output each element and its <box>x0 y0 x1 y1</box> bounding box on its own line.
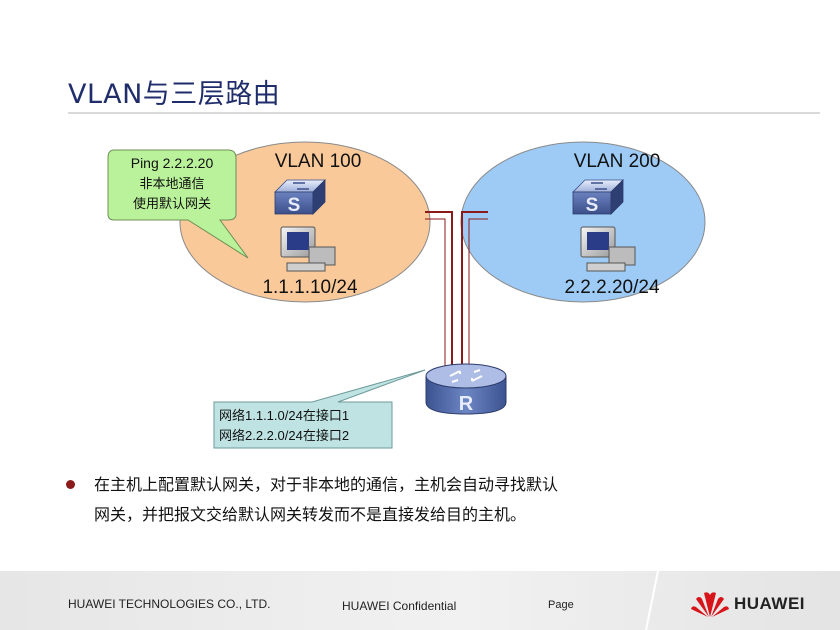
bullet-paragraph: 在主机上配置默认网关，对于非本地的通信，主机会自动寻找默认 网关，并把报文交给默… <box>66 470 766 530</box>
footer-page-label: Page <box>548 599 574 611</box>
host-callout-line1: Ping 2.2.2.20 <box>131 155 214 171</box>
huawei-logo: HUAWEI <box>690 589 820 619</box>
router-letter: R <box>459 393 474 415</box>
bullet-dot-icon <box>66 480 75 489</box>
huawei-petals-icon <box>691 592 729 617</box>
bullet-line-2: 网关，并把报文交给默认网关转发而不是直接发给目的主机。 <box>94 505 527 524</box>
link-vlan200-router <box>461 211 488 372</box>
router-icon: R <box>425 363 507 415</box>
switch-icon: S <box>572 179 624 216</box>
host-callout-line3: 使用默认网关 <box>133 196 211 211</box>
computer-icon <box>280 226 336 272</box>
router-callout-line2: 网络2.2.2.0/24在接口2 <box>219 428 349 443</box>
link-vlan200-router-inner <box>468 218 488 372</box>
footer-company: HUAWEI TECHNOLOGIES CO., LTD. <box>68 597 271 611</box>
computer-icon <box>580 226 636 272</box>
switch-letter: S <box>288 195 301 216</box>
footer-divider-icon <box>645 571 659 630</box>
page-title: VLAN与三层路由 <box>68 79 281 110</box>
network-diagram: Ping 2.2.2.20 非本地通信 使用默认网关 VLAN 100 VLAN… <box>107 141 706 449</box>
host-callout <box>107 149 249 259</box>
vlan200-label: VLAN 200 <box>574 151 661 172</box>
footer-confidential: HUAWEI Confidential <box>342 599 457 613</box>
router-callout <box>213 369 426 449</box>
huawei-logo-text: HUAWEI <box>734 594 805 613</box>
vlan100-zone <box>179 141 431 303</box>
vlan100-host-ip: 1.1.1.10/24 <box>262 277 358 298</box>
footer-bar: HUAWEI TECHNOLOGIES CO., LTD. HUAWEI Con… <box>0 571 840 630</box>
switch-icon: S <box>274 179 326 216</box>
vlan100-label: VLAN 100 <box>275 151 362 172</box>
vlan200-host-ip: 2.2.2.20/24 <box>564 277 660 298</box>
bullet-line-1: 在主机上配置默认网关，对于非本地的通信，主机会自动寻找默认 <box>94 475 559 494</box>
router-callout-line1: 网络1.1.1.0/24在接口1 <box>219 408 349 423</box>
host-callout-line2: 非本地通信 <box>139 176 204 191</box>
link-vlan100-router-inner <box>425 218 446 372</box>
switch-letter: S <box>586 195 599 216</box>
title-divider <box>68 112 820 114</box>
link-vlan100-router <box>425 211 453 372</box>
